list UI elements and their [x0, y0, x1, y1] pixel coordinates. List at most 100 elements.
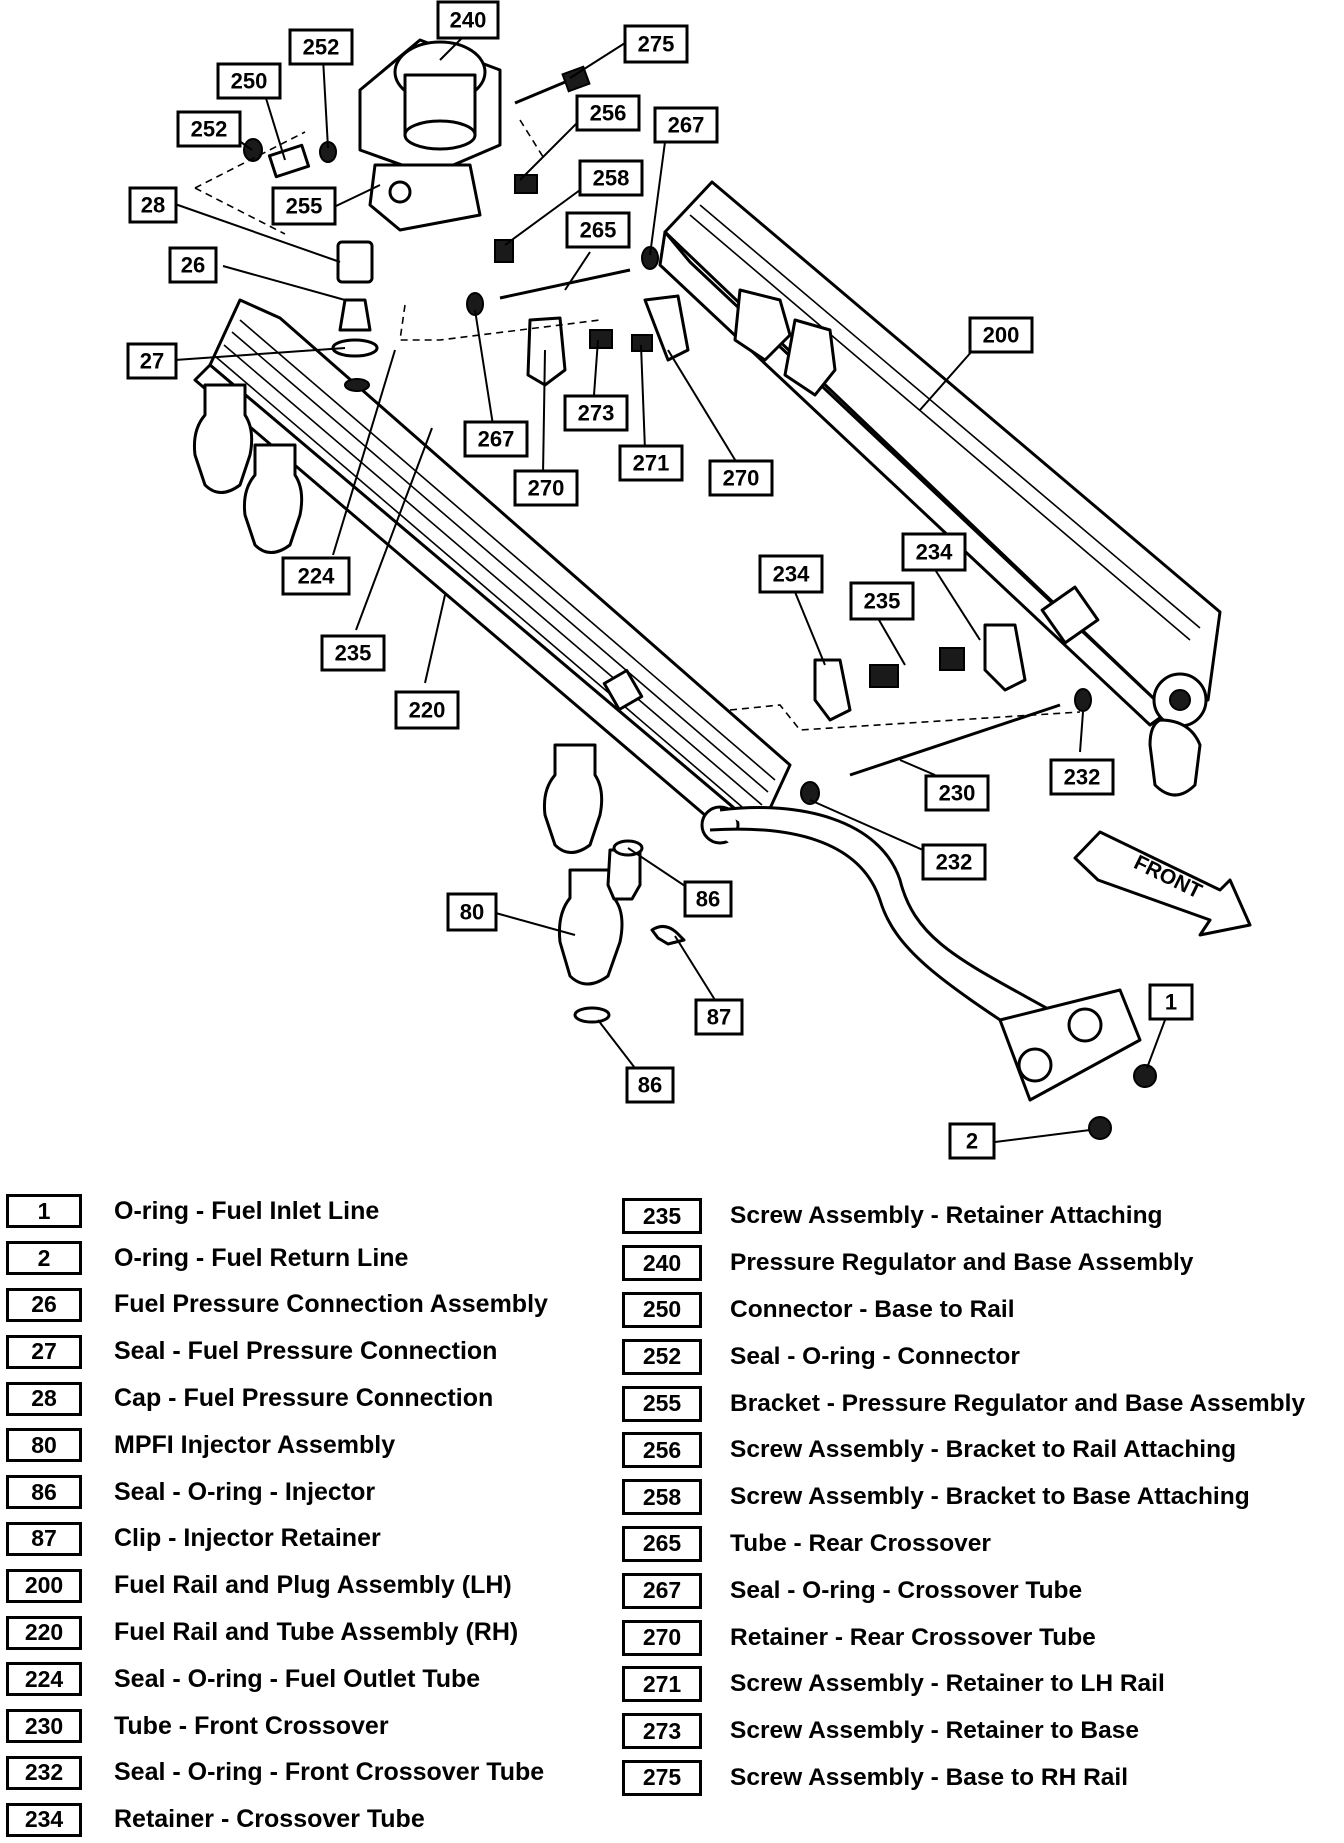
svg-text:256: 256 — [590, 101, 627, 126]
svg-text:267: 267 — [478, 427, 515, 452]
legend-number: 26 — [6, 1287, 82, 1322]
legend-description: Screw Assembly - Base to RH Rail — [730, 1763, 1129, 1791]
legend-description: Retainer - Crossover Tube — [114, 1805, 425, 1834]
legend-description: Connector - Base to Rail — [730, 1295, 1015, 1323]
svg-text:232: 232 — [936, 850, 973, 875]
legend-item: 250 Connector - Base to Rail — [622, 1287, 1338, 1334]
svg-text:232: 232 — [1064, 765, 1101, 790]
legend-description: Seal - O-ring - Connector — [730, 1342, 1020, 1370]
callout-28: 28 — [128, 186, 178, 224]
callout-86: 86 — [625, 1066, 675, 1104]
svg-text:87: 87 — [707, 1005, 731, 1030]
svg-text:28: 28 — [141, 193, 165, 218]
callout-220: 220 — [394, 690, 460, 730]
svg-text:275: 275 — [638, 32, 675, 57]
callout-255: 255 — [271, 186, 337, 226]
callout-256: 256 — [575, 94, 641, 132]
screws-256-258 — [494, 174, 538, 263]
legend-description: Pressure Regulator and Base Assembly — [730, 1249, 1194, 1277]
leader-lines — [174, 37, 1166, 1143]
callout-250: 250 — [216, 62, 282, 100]
legend-description: Seal - O-ring - Front Crossover Tube — [114, 1758, 545, 1787]
legend-number: 265 — [622, 1525, 702, 1562]
callout-270: 270 — [513, 469, 579, 507]
callout-232: 232 — [921, 843, 987, 881]
legend-description: Retainer - Rear Crossover Tube — [730, 1623, 1096, 1651]
legend-number: 235 — [622, 1198, 702, 1235]
svg-text:258: 258 — [593, 166, 630, 191]
legend-number: 252 — [622, 1338, 702, 1375]
legend-description: Screw Assembly - Bracket to Rail Attachi… — [730, 1436, 1237, 1464]
callout-271: 271 — [618, 444, 684, 482]
svg-text:234: 234 — [916, 540, 953, 565]
exploded-parts-diagram: FRONT — [126, 0, 1252, 1160]
legend-description: Clip - Injector Retainer — [114, 1524, 381, 1553]
pressure-regulator — [358, 38, 502, 232]
legend-item: 256 Screw Assembly - Bracket to Rail Atta… — [622, 1427, 1338, 1474]
callout-270: 270 — [708, 459, 774, 497]
legend-number: 27 — [6, 1334, 82, 1369]
svg-text:252: 252 — [303, 35, 340, 60]
svg-text:255: 255 — [286, 194, 323, 219]
svg-text:1: 1 — [1165, 990, 1177, 1015]
assembly-guide-lines — [194, 119, 1081, 731]
legend-number: 232 — [6, 1755, 82, 1790]
legend-number: 234 — [6, 1802, 82, 1837]
callouts: 240 252 250 275 252 256 267 28 255 258 2… — [126, 0, 1194, 1160]
svg-text:267: 267 — [668, 113, 705, 138]
legend-description: Screw Assembly - Bracket to Base Attachi… — [730, 1483, 1250, 1511]
legend-description: Tube - Front Crossover — [114, 1711, 389, 1740]
callout-232: 232 — [1049, 758, 1115, 796]
lh-fuel-rail — [658, 180, 1222, 797]
legend-number: 273 — [622, 1713, 702, 1750]
svg-text:224: 224 — [298, 564, 335, 589]
legend-number: 255 — [622, 1385, 702, 1422]
legend-number: 200 — [6, 1568, 82, 1603]
legend-number: 256 — [622, 1432, 702, 1469]
callout-27: 27 — [126, 342, 178, 380]
legend-number: 86 — [6, 1475, 82, 1510]
legend-number: 267 — [622, 1572, 702, 1609]
callout-200: 200 — [968, 316, 1034, 354]
legend-number: 87 — [6, 1521, 82, 1556]
callout-235: 235 — [849, 581, 915, 621]
legend-description: Bracket - Pressure Regulator and Base As… — [730, 1389, 1306, 1417]
rear-crossover-tube — [466, 246, 690, 387]
svg-text:270: 270 — [723, 466, 760, 491]
front-crossover-tube — [800, 623, 1092, 805]
legend-number: 220 — [6, 1615, 82, 1650]
legend-number: 271 — [622, 1666, 702, 1703]
callout-234: 234 — [901, 532, 967, 572]
svg-text:234: 234 — [773, 562, 810, 587]
callout-267: 267 — [463, 420, 529, 458]
legend-description: O-ring - Fuel Inlet Line — [114, 1196, 380, 1225]
svg-text:230: 230 — [939, 781, 976, 806]
svg-text:240: 240 — [450, 8, 487, 33]
legend-number: 28 — [6, 1381, 82, 1416]
svg-text:86: 86 — [638, 1073, 662, 1098]
svg-text:235: 235 — [335, 641, 372, 666]
callout-240: 240 — [436, 0, 500, 40]
legend-item: 87 Clip - Injector Retainer — [6, 1516, 616, 1563]
legend-number: 250 — [622, 1291, 702, 1328]
legend-description: MPFI Injector Assembly — [114, 1430, 396, 1459]
callout-87: 87 — [694, 998, 744, 1036]
svg-text:200: 200 — [983, 323, 1020, 348]
callout-1: 1 — [1148, 983, 1194, 1021]
legend-item: 232 Seal - O-ring - Front Crossover Tube — [6, 1750, 616, 1797]
svg-text:265: 265 — [580, 218, 617, 243]
legend-number: 2 — [6, 1241, 82, 1276]
callout-267: 267 — [653, 106, 719, 144]
